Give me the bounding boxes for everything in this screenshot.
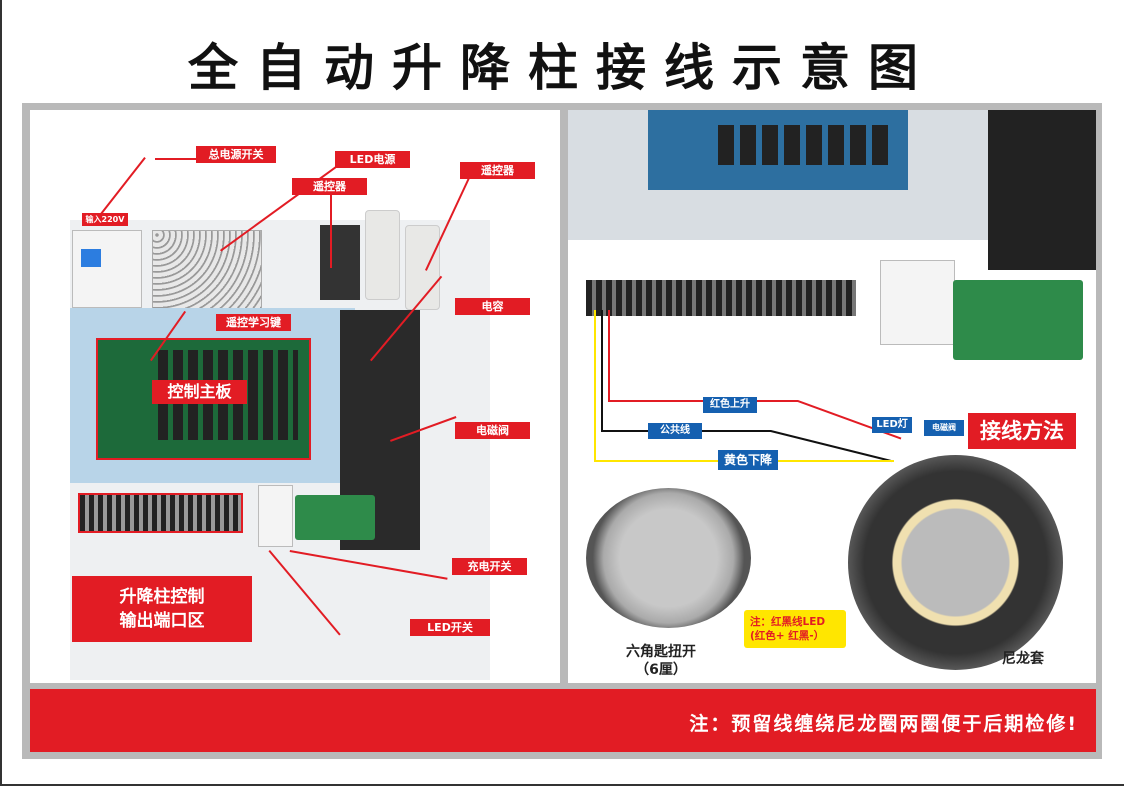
frame-border-bottom xyxy=(0,784,1124,786)
label-receiver: 遥控器 xyxy=(292,178,367,195)
hex-key-caption: 六角匙扭开 （6厘） xyxy=(626,644,696,678)
label-capacitor: 电容 xyxy=(455,298,530,315)
label-main-board: 控制主板 xyxy=(152,380,247,404)
bollard-top xyxy=(848,455,1063,670)
bollard-lid xyxy=(586,488,751,628)
main-board xyxy=(648,110,908,190)
label-wiring-method: 接线方法 xyxy=(968,413,1076,449)
charge-switch xyxy=(258,485,293,547)
label-led-switch: LED开关 xyxy=(410,619,490,636)
remote-control xyxy=(365,210,400,300)
led-power-supply xyxy=(152,230,262,310)
capacitor-bank xyxy=(988,110,1096,270)
receiver-module xyxy=(320,225,360,300)
relay-board xyxy=(295,495,375,540)
label-charge-switch: 充电开关 xyxy=(452,558,527,575)
circuit-breaker xyxy=(72,230,142,308)
footer-note: 注：预留线缠绕尼龙圈两圈便于后期检修! xyxy=(689,713,1078,735)
terminal-block xyxy=(586,280,856,316)
relay-board xyxy=(953,280,1083,360)
label-input-220v: 输入220V xyxy=(82,213,128,226)
label-led-power: LED电源 xyxy=(335,151,410,168)
frame-border-left xyxy=(0,0,2,786)
led-note: 注：红黑线LED (红色+ 红黑-） xyxy=(744,610,846,648)
label-output-area: 升降柱控制 输出端口区 xyxy=(72,576,252,642)
label-yellow-down: 黄色下降 xyxy=(718,450,778,470)
label-main-switch: 总电源开关 xyxy=(196,146,276,163)
label-learn-key: 遥控学习键 xyxy=(216,314,291,331)
label-common: 公共线 xyxy=(648,423,702,439)
footer-banner: 注：预留线缠绕尼龙圈两圈便于后期检修! xyxy=(30,689,1096,752)
breakers xyxy=(880,260,955,345)
control-box-photo: 总电源开关 输入220V LED电源 遥控器 遥控器 电容 遥控学习键 控制主板… xyxy=(30,110,560,683)
nylon-sleeve-caption: 尼龙套 xyxy=(1002,651,1044,667)
page-title: 全自动升降柱接线示意图 xyxy=(188,39,936,97)
label-red-up: 红色上升 xyxy=(703,397,757,413)
wiring-photo: 红色上升 公共线 黄色下降 LED灯 电磁阀 接线方法 注：红黑线LED (红色… xyxy=(568,110,1096,683)
label-solenoid: 电磁阀 xyxy=(455,422,530,439)
label-remote: 遥控器 xyxy=(460,162,535,179)
label-solenoid-wire: 电磁阀 xyxy=(924,420,964,436)
label-led-light: LED灯 xyxy=(872,417,912,433)
output-terminal-block xyxy=(78,493,243,533)
